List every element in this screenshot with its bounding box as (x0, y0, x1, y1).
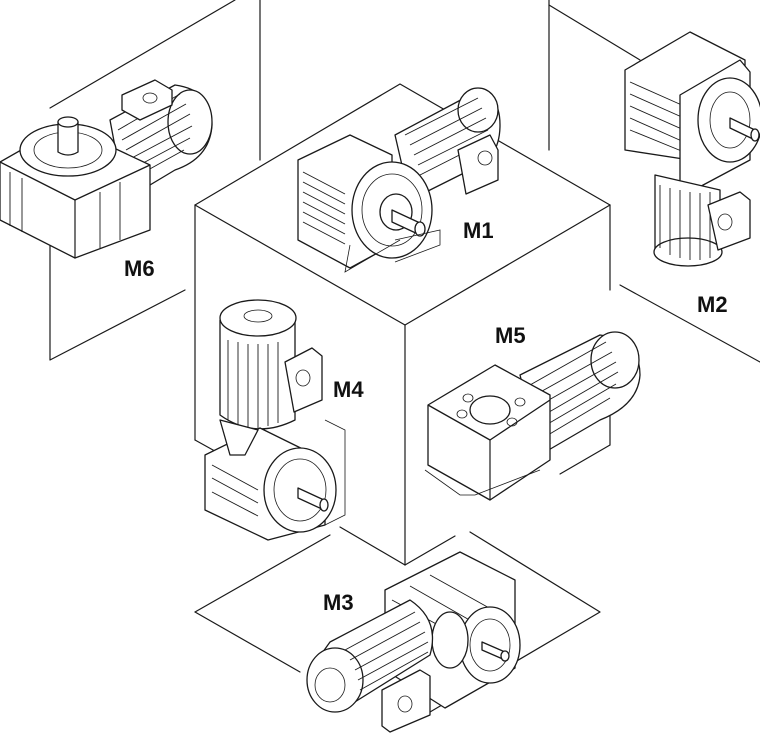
gear-motor-m5 (424, 331, 641, 501)
gear-motor-m4 (204, 299, 346, 541)
gear-motor-m6 (0, 79, 213, 259)
gear-motor-m2 (624, 31, 760, 267)
label-m6: M6 (124, 256, 155, 281)
gear-motor-m1 (297, 87, 501, 273)
label-m3: M3 (323, 590, 354, 615)
label-m5: M5 (495, 323, 526, 348)
label-m4: M4 (333, 377, 364, 402)
plane-right-wall (548, 0, 760, 363)
plane-left-wall (49, 0, 261, 361)
label-m1: M1 (463, 218, 494, 243)
gear-motor-m3 (306, 551, 521, 733)
label-m2: M2 (697, 292, 728, 317)
